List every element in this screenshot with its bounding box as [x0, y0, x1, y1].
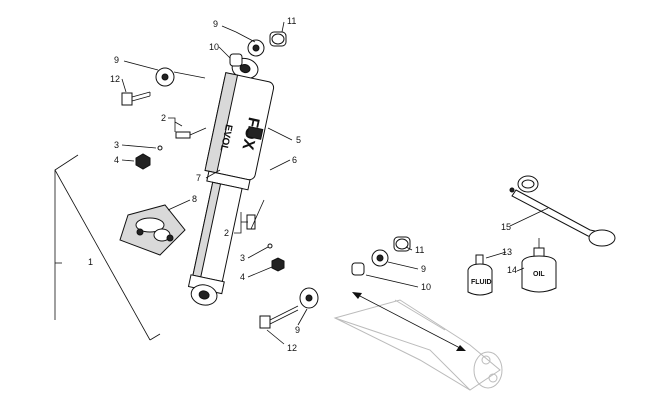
- callout-5: 5: [296, 135, 301, 145]
- callout-15: 15: [501, 222, 511, 232]
- callout-4: 4: [240, 272, 245, 282]
- callout-2: 2: [161, 113, 166, 123]
- shock-pump: [509, 175, 616, 247]
- assembly-bracket: [54, 154, 161, 341]
- a-arm-outline: [333, 299, 503, 391]
- fluid-bottle: FLUID: [467, 254, 493, 296]
- callout-2: 2: [224, 228, 229, 238]
- oil-bottle-label: OIL: [533, 271, 545, 278]
- callout-1: 1: [88, 257, 93, 267]
- seal-kit: [119, 204, 186, 256]
- callout-10: 10: [421, 282, 431, 292]
- shock-absorber: FOX EVOL: [187, 57, 275, 306]
- callout-9: 9: [295, 325, 300, 335]
- callout-14: 14: [507, 265, 517, 275]
- leader-lines: [121, 21, 549, 345]
- callouts: 9 11 10 9 12 2 3 4 5 6 7 8 1 2 3 4 11 9 …: [88, 16, 517, 353]
- lower-bolt-stack: [259, 287, 319, 329]
- callout-6: 6: [292, 155, 297, 165]
- callout-11: 11: [415, 245, 424, 255]
- callout-3: 3: [114, 140, 119, 150]
- callout-8: 8: [192, 194, 197, 204]
- upper-bolt-stack: [121, 67, 206, 106]
- callout-12: 12: [287, 343, 297, 353]
- upper-bushing-stack: [229, 31, 287, 67]
- callout-12: 12: [110, 74, 120, 84]
- fluid-bottle-label: FLUID: [471, 279, 492, 286]
- callout-9: 9: [114, 55, 119, 65]
- callout-13: 13: [502, 247, 512, 257]
- callout-11: 11: [287, 16, 296, 26]
- callout-10: 10: [209, 42, 219, 52]
- callout-3: 3: [240, 253, 245, 263]
- callout-9: 9: [421, 264, 426, 274]
- oil-bottle: OIL: [521, 238, 557, 293]
- lower-bushing-stack: [351, 236, 411, 276]
- callout-9: 9: [213, 19, 218, 29]
- mounting-arrow: [352, 292, 466, 351]
- callout-4: 4: [114, 155, 119, 165]
- callout-7: 7: [196, 173, 201, 183]
- lower-schrader-valve: [246, 199, 285, 272]
- upper-schrader-valve: [135, 127, 207, 170]
